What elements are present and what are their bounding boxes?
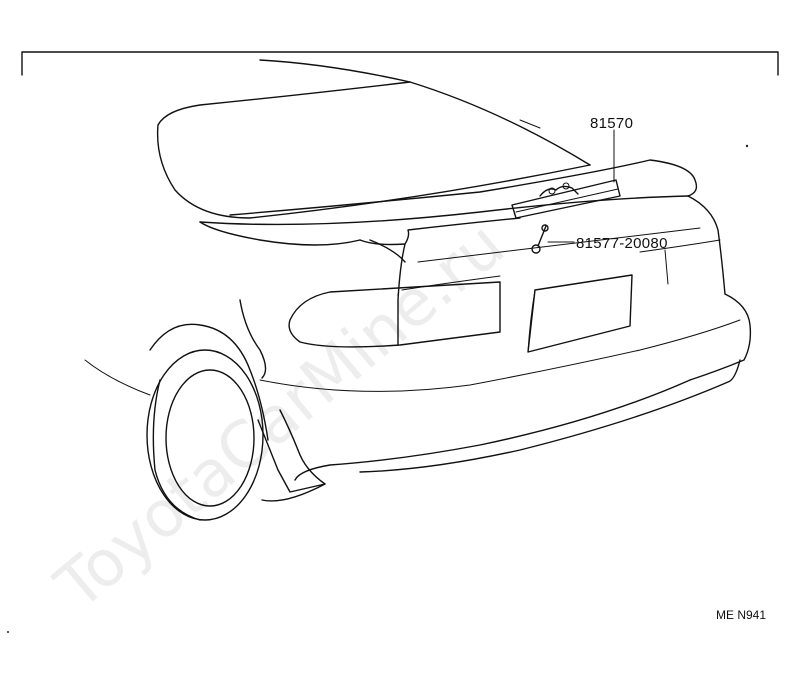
callout-label-81570: 81570 bbox=[590, 115, 633, 132]
rear-window-outline bbox=[156, 59, 591, 219]
rear-bumper-outline bbox=[239, 239, 752, 481]
tail-lamp-outline bbox=[288, 281, 501, 348]
lamp-wire-bulb bbox=[531, 224, 549, 254]
frame-bracket bbox=[21, 51, 779, 76]
license-plate-recess bbox=[527, 274, 633, 353]
trunk-lid-outline bbox=[397, 195, 726, 346]
rear-spoiler-outline bbox=[199, 159, 698, 246]
high-mount-stop-lamp bbox=[511, 179, 621, 219]
mud-flap bbox=[257, 409, 326, 502]
print-speck-2 bbox=[7, 631, 9, 633]
diagram-code: ME N941 bbox=[716, 608, 766, 622]
rear-wheel bbox=[146, 349, 264, 521]
quarter-panel-outline bbox=[84, 323, 269, 441]
print-speck bbox=[745, 144, 749, 148]
callout-label-81577-20080: 81577-20080 bbox=[576, 235, 668, 252]
watermark: ToyotaCarMine.ru bbox=[42, 208, 519, 625]
leader-lines bbox=[547, 129, 615, 243]
